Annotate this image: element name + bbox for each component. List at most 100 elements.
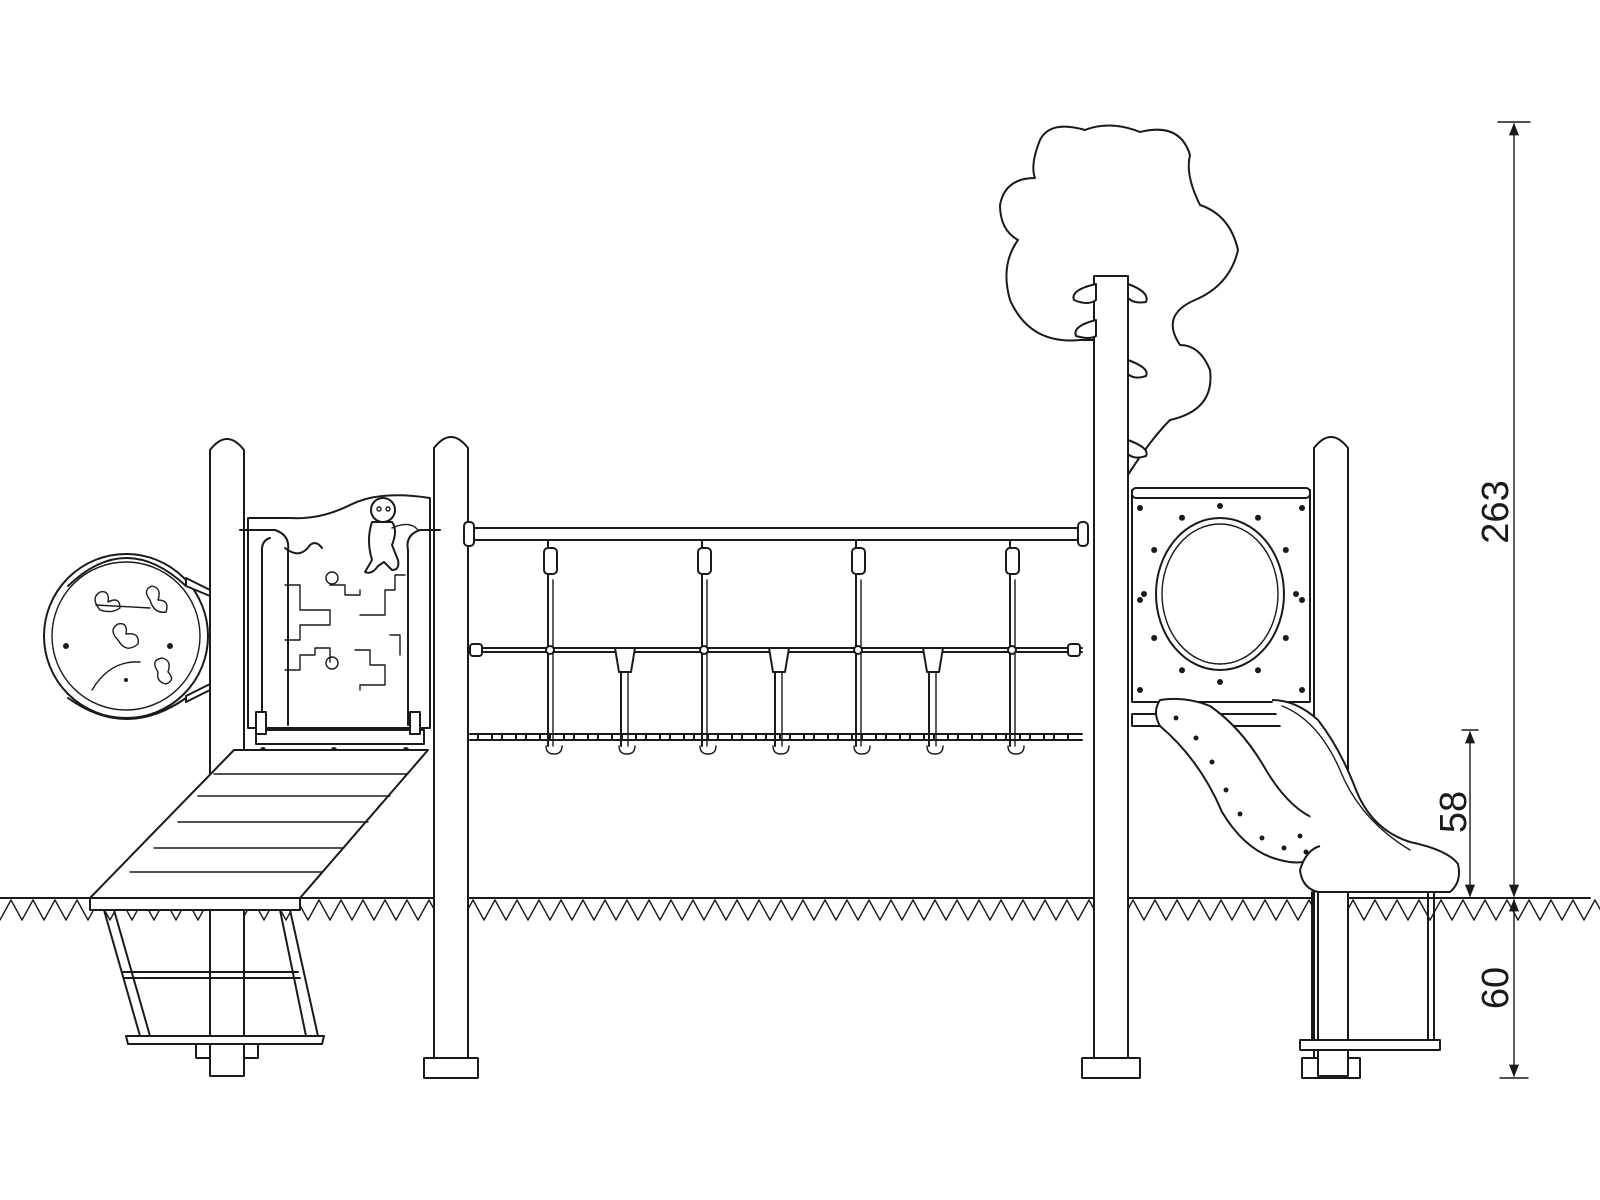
- round-panel-bracket-bottom: [185, 683, 211, 703]
- maze-path-6: [389, 634, 401, 656]
- hatch-mark: [593, 899, 617, 921]
- grip-loop: [772, 745, 790, 755]
- porthole-bolt: [1255, 667, 1261, 674]
- bridge-slat: [813, 733, 829, 741]
- hold-4: [1127, 359, 1148, 379]
- panel-shape-3: [112, 623, 139, 649]
- hanger-loop: [853, 745, 871, 755]
- porthole-bolt: [1217, 503, 1223, 509]
- hatch-mark: [769, 899, 793, 921]
- left-tower: [195, 436, 479, 1079]
- bridge-slat: [1053, 733, 1069, 741]
- bridge-slat: [909, 733, 925, 741]
- ramp-leg-right: [289, 909, 319, 1037]
- panel-handle-right: [406, 529, 441, 726]
- bridge-slat: [621, 733, 637, 741]
- ribbon: [284, 542, 323, 555]
- hatch-mark: [989, 899, 1013, 921]
- panel-bolt: [1299, 597, 1305, 603]
- slide-bolt: [1259, 835, 1265, 841]
- left-post: [209, 438, 245, 1059]
- porthole-bolt: [1217, 679, 1223, 685]
- panel-shape-1: [94, 591, 121, 613]
- hatch-mark: [703, 899, 727, 921]
- bridge-rail-cap-left: [463, 521, 475, 547]
- hanger-clip: [543, 547, 558, 575]
- hatch-mark: [1033, 899, 1057, 921]
- hatch-mark: [307, 899, 331, 921]
- hatch-mark: [1561, 899, 1585, 921]
- slide-foot-plate: [1299, 1039, 1441, 1051]
- hatch-mark: [1011, 899, 1035, 921]
- dimensions: 263 58 60: [1433, 121, 1531, 1079]
- hatch-mark: [527, 899, 551, 921]
- hold-5: [1127, 439, 1148, 459]
- panel-vine-1: [91, 661, 141, 691]
- maze-path-4: [284, 647, 331, 671]
- hatch-mark: [1165, 899, 1189, 921]
- bridge-slat: [837, 733, 853, 741]
- middle-left-post-base: [423, 1057, 479, 1079]
- bridge-slat: [669, 733, 685, 741]
- panel-handle-left-inner: [261, 537, 271, 723]
- hatch-mark: [505, 899, 529, 921]
- hatch-mark: [373, 899, 397, 921]
- hatch-mark: [923, 899, 947, 921]
- hatch-mark: [1143, 899, 1167, 921]
- bridge-slat: [717, 733, 733, 741]
- hatch-mark: [351, 899, 375, 921]
- left-post-foot: [209, 1039, 245, 1077]
- bridge-slat: [573, 733, 589, 741]
- hold-2: [1127, 283, 1148, 304]
- hatch-mark: [549, 899, 573, 921]
- panel-shape-4: [154, 657, 173, 685]
- round-panel-bottom-grip: [67, 697, 187, 720]
- bridge-slat: [597, 733, 613, 741]
- hatch-mark: [747, 899, 771, 921]
- rope-knot: [1007, 645, 1017, 655]
- hatch-mark: [813, 899, 837, 921]
- hatch-mark: [1407, 899, 1431, 921]
- bridge-slat: [885, 733, 901, 741]
- porthole-bolt: [1151, 547, 1158, 553]
- bridge-slat: [861, 733, 877, 741]
- hatch-mark: [1583, 899, 1600, 921]
- monkey-figure: [364, 497, 419, 574]
- bridge-slat: [741, 733, 757, 741]
- porthole-bolt: [1151, 635, 1158, 641]
- bridge-slats: [477, 733, 1069, 741]
- maze-path-3: [359, 574, 406, 616]
- hanger-clip: [1005, 547, 1020, 575]
- ramp-deck: [89, 749, 429, 899]
- hatch-mark: [21, 899, 45, 921]
- hatch-mark: [1187, 899, 1211, 921]
- slide-chute: [1271, 699, 1460, 893]
- slide-bolt: [1209, 759, 1215, 765]
- panel-bolt: [1137, 687, 1143, 693]
- bridge-slat: [933, 733, 949, 741]
- panel-bolt: [1137, 505, 1143, 511]
- hatch-mark: [725, 899, 749, 921]
- hatch-mark: [1275, 899, 1299, 921]
- slide-bolt: [1173, 715, 1179, 721]
- panel-bottom-rail: [255, 729, 425, 745]
- hatch-mark: [1451, 899, 1475, 921]
- slide-bolt: [1297, 833, 1303, 839]
- tree-post-base: [1081, 1057, 1141, 1079]
- bridge-slat: [957, 733, 973, 741]
- rope-knot: [699, 645, 709, 655]
- ramp-bottom-plank: [89, 897, 301, 911]
- slide-chute-inner: [1281, 705, 1411, 851]
- porthole-bolt: [1179, 667, 1185, 674]
- hatch-mark: [1517, 899, 1541, 921]
- hold-3: [1074, 319, 1097, 339]
- plank-ramp: [89, 749, 429, 1045]
- grip-loop: [926, 745, 944, 755]
- hatch-mark: [1473, 899, 1497, 921]
- porthole-bolts: [1137, 503, 1305, 693]
- tree-post: [1093, 275, 1129, 1079]
- hatch-mark: [1385, 899, 1409, 921]
- hatch-mark: [0, 899, 23, 921]
- bridge-slat: [1005, 733, 1021, 741]
- porthole-bolt: [1179, 514, 1185, 521]
